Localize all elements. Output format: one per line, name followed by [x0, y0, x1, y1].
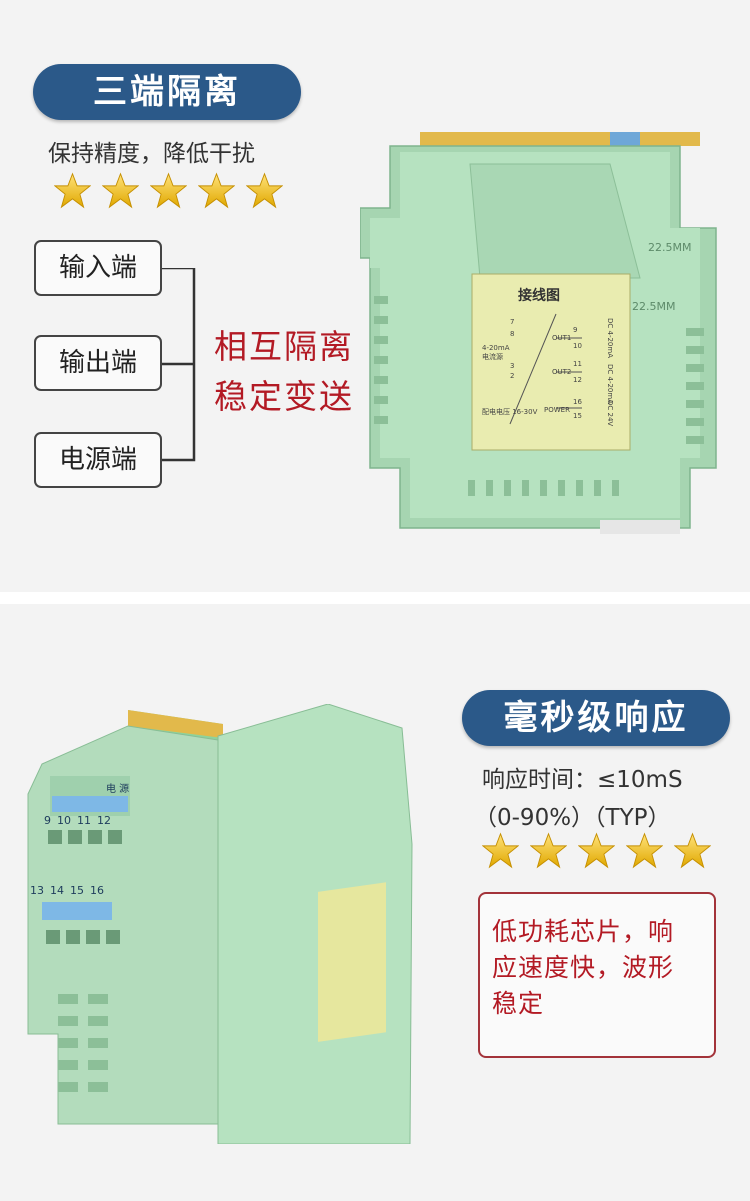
pin-3: 3	[510, 362, 514, 370]
star-icon	[150, 172, 187, 209]
rating-stars-top	[54, 172, 283, 209]
output-terminal-label: 输出端	[34, 335, 162, 391]
star-icon	[674, 832, 711, 869]
pin-9: 9	[573, 326, 577, 334]
response-time-line: 响应时间：≤10mS	[482, 767, 683, 793]
feature-line-1: 低功耗芯片，响	[492, 917, 675, 946]
input-signal-sub: 电流源	[482, 352, 503, 361]
star-icon	[198, 172, 235, 209]
terminal-num: 9	[44, 814, 51, 827]
rating-stars-bottom	[482, 832, 711, 869]
width-label-2: 22.5MM	[632, 300, 675, 313]
terminal-num: 13	[30, 884, 44, 897]
three-terminal-isolation-badge: 三端隔离	[33, 64, 301, 120]
star-icon	[102, 172, 139, 209]
isolation-desc-line2: 稳定变送	[214, 377, 354, 416]
response-time-sub: （0-90%）（TYP）	[474, 805, 671, 831]
power-range: DC 24V	[606, 400, 614, 426]
power-tag: 电 源	[106, 784, 130, 795]
isolation-desc-line1: 相互隔离	[214, 327, 354, 366]
star-icon	[626, 832, 663, 869]
feature-line-2: 应速度快，波形	[492, 953, 675, 982]
out-range-1: DC 4-20mA	[606, 318, 614, 358]
star-icon	[246, 172, 283, 209]
terminal-num: 10	[57, 814, 71, 827]
pin-2: 2	[510, 372, 514, 380]
power-label: POWER	[544, 406, 570, 414]
star-icon	[54, 172, 91, 209]
top-section: 三端隔离 保持精度，降低干扰 输入端 输出端 电源端 相互隔离 稳定变送 22.…	[0, 0, 750, 592]
bracket-connector	[162, 268, 196, 462]
terminal-numbers-top: 9 10 11 12	[44, 814, 111, 827]
out2-label: OUT2	[552, 368, 571, 376]
terminal-num: 15	[70, 884, 84, 897]
width-label-1: 22.5MM	[648, 241, 691, 254]
pin-11: 11	[573, 360, 582, 368]
bottom-section: 9 10 11 12 13 14 15 16 电 源 毫秒级响应 响应时间：≤1…	[0, 604, 750, 1201]
star-icon	[578, 832, 615, 869]
pin-8: 8	[510, 330, 514, 338]
feature-description-box: 低功耗芯片，响 应速度快，波形 稳定	[478, 892, 716, 1058]
out-range-2: DC 4-20mA	[606, 364, 614, 404]
wiring-diagram-title: 接线图	[518, 287, 560, 304]
pin-7: 7	[510, 318, 514, 326]
terminal-num: 14	[50, 884, 64, 897]
isolator-module-image: 22.5MM 22.5MM 接线图 7	[360, 132, 717, 534]
terminal-numbers-bottom: 13 14 15 16	[30, 884, 104, 897]
power-terminal-label: 电源端	[34, 432, 162, 488]
terminal-num: 11	[77, 814, 91, 827]
aux-note: 配电电压 16-30V	[482, 407, 538, 416]
input-terminal-label: 输入端	[34, 240, 162, 296]
pin-12: 12	[573, 376, 582, 384]
terminal-num: 12	[97, 814, 111, 827]
pin-16: 16	[573, 398, 582, 406]
millisecond-response-badge: 毫秒级响应	[462, 690, 730, 746]
star-icon	[530, 832, 567, 869]
input-signal-label: 4-20mA	[482, 344, 510, 352]
terminal-num: 16	[90, 884, 104, 897]
three-modules-image	[27, 704, 413, 1144]
feature-line-3: 稳定	[492, 989, 545, 1018]
pin-15: 15	[573, 412, 582, 420]
isolation-subtitle: 保持精度，降低干扰	[48, 141, 255, 167]
out1-label: OUT1	[552, 334, 571, 342]
pin-10: 10	[573, 342, 582, 350]
star-icon	[482, 832, 519, 869]
